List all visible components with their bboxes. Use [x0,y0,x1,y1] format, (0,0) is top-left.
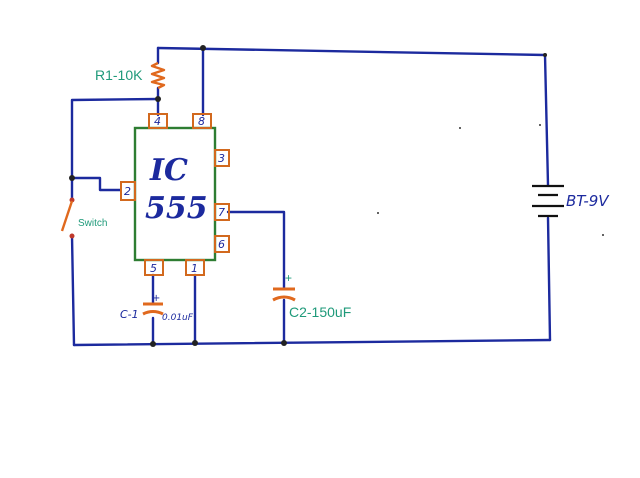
pin-5 [144,259,164,276]
battery-bt1: BT-9V [532,184,610,218]
resistor-label: R1-10K [95,67,143,83]
ic-title-line1: IC [149,153,188,188]
c1-label: C-1 [120,308,139,321]
junction-dot [69,175,75,181]
pin-8-label: 8 [198,115,205,128]
pin-6-label: 6 [218,238,225,251]
pin-2 [120,181,136,201]
pin-4-label: 4 [154,115,161,128]
wire-top-rail [156,46,547,57]
capacitor-c1: + C-1 0.01uF [120,293,194,323]
junction-dot [281,340,287,346]
pin-6 [214,235,230,253]
pin-8 [192,113,212,129]
c2-polarity: + [285,271,292,285]
junction-dot [543,53,547,57]
c1-polarity: + [152,293,160,304]
capacitor-c2: + C2-150uF [272,271,351,320]
wire-pin7-c2 [226,210,286,290]
speck [602,234,604,236]
pin-5-label: 5 [150,262,157,275]
pin-1-label: 1 [191,262,198,275]
wire-pin2 [70,176,122,192]
pen-specks [377,124,604,236]
resistor-r1: R1-10K [95,61,166,90]
pin-3 [214,149,230,167]
speck [459,127,461,129]
junction-dot [192,340,198,346]
pin-7 [214,203,230,221]
switch-contact-bottom [69,233,75,239]
pin-4 [148,113,168,129]
wire-right-lower [546,216,552,342]
switch-s1: Switch [60,197,107,239]
switch-label: Switch [78,218,107,229]
wire-bottom-rail [72,338,552,347]
speck [539,124,541,126]
junction-dot [150,341,156,347]
resistor-zigzag [150,61,166,90]
wire-left-loop [70,97,160,180]
junction-dot [155,96,161,102]
c1-value: 0.01uF [162,313,194,323]
pin-7-label: 7 [218,206,225,219]
c1-plate-bottom [142,310,164,316]
wire-right-upper [543,53,550,187]
junctions [69,45,547,347]
c2-label: C2-150uF [289,304,351,320]
pin-1 [185,259,205,276]
wire-switch-lower [70,234,76,347]
junction-dot [200,45,206,51]
ic-title-line2: 555 [145,191,208,226]
pin-3-label: 3 [218,152,225,165]
switch-lever [60,200,74,232]
speck [377,212,379,214]
wires [70,46,552,347]
pin-2-label: 2 [124,185,131,198]
battery-label: BT-9V [566,192,610,210]
ic-555: IC 555 4 8 3 2 7 6 5 1 [120,113,230,276]
c2-plate-bottom [272,295,296,302]
